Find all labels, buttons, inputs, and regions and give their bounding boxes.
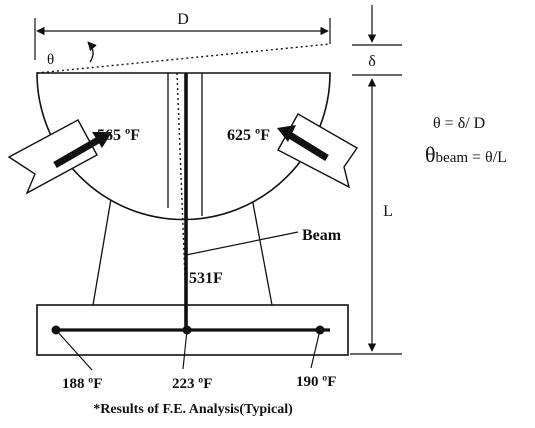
theta-beam-sub: beam	[436, 150, 469, 166]
base-plate	[36, 304, 349, 356]
dimension-d-label: D	[177, 11, 189, 28]
dimension-l: L	[350, 78, 402, 355]
beam	[176, 72, 188, 331]
leader-lines	[55, 231, 321, 371]
base-left-temp: 188 ºF	[62, 376, 102, 392]
right-heat-temp: 625 ºF	[227, 127, 270, 144]
theta-beam-equation: θbeam = θ/L	[425, 142, 507, 167]
support-legs	[92, 192, 273, 306]
caption: *Results of F.E. Analysis(Typical)	[93, 402, 293, 417]
beam-label: Beam	[302, 227, 342, 244]
base-right-temp: 190 ºF	[296, 374, 336, 390]
dimension-d: D	[34, 11, 331, 60]
left-heat-temp: 565 ºF	[97, 127, 140, 144]
theta-equation: θ = δ/ D	[433, 115, 485, 132]
beam-temp: 531F	[189, 270, 223, 287]
theta-beam-symbol: θ	[425, 142, 436, 167]
theta-label: θ	[47, 52, 54, 68]
theta-beam-rhs: = θ/L	[468, 149, 507, 166]
l-label: L	[383, 203, 393, 220]
delta-label: δ	[368, 53, 376, 70]
right-heat-pad	[277, 113, 359, 189]
dimension-delta: δ	[352, 5, 402, 76]
base-center-temp: 223 ºF	[172, 376, 212, 392]
left-heat-pad	[7, 119, 112, 195]
